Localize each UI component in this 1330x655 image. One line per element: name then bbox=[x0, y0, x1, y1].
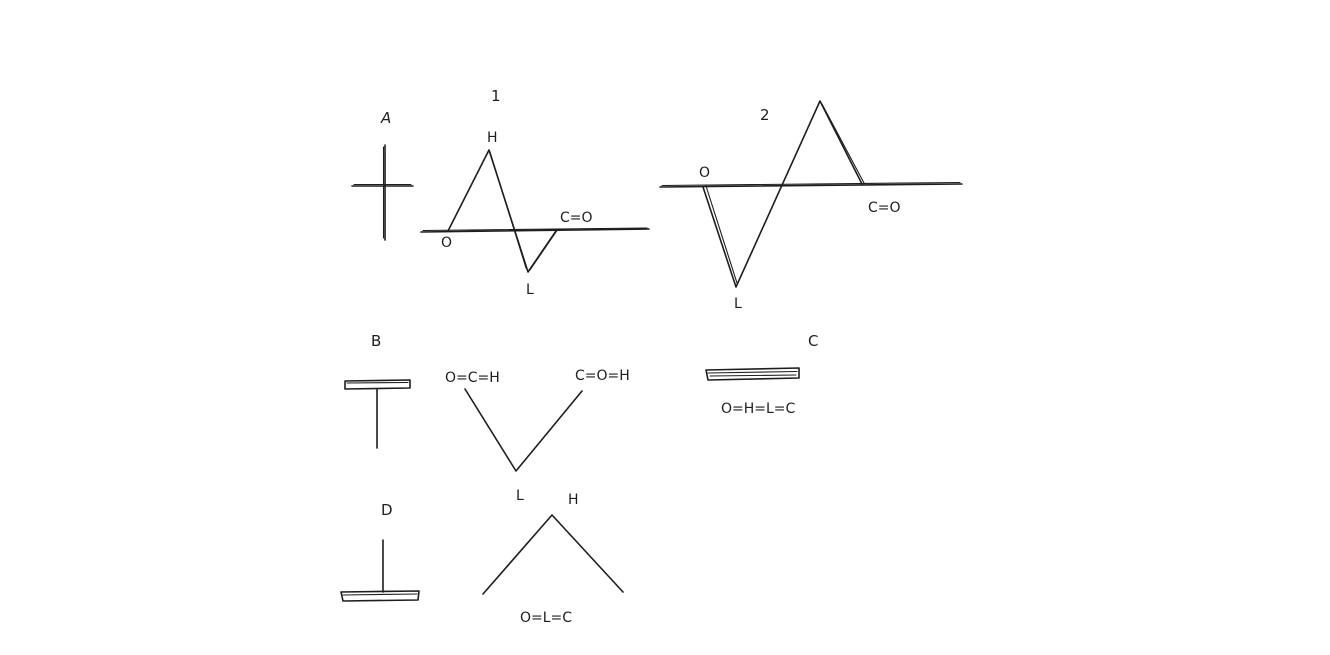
diagram-1: 1 H O L C=O bbox=[420, 87, 650, 298]
point-l-1: L bbox=[526, 282, 534, 298]
label-2: 2 bbox=[760, 106, 770, 124]
label-c-eq-o-2: C=O bbox=[868, 200, 901, 216]
label-c-eq-o-1: C=O bbox=[560, 210, 593, 226]
t-symbol bbox=[344, 379, 411, 449]
label-b: B bbox=[371, 332, 381, 350]
point-o-1: O bbox=[441, 235, 452, 251]
section-d: D L H O=L=C bbox=[340, 488, 624, 626]
point-h-d: H bbox=[568, 492, 579, 508]
point-l-d: L bbox=[516, 488, 524, 504]
diagram-1-lines bbox=[420, 149, 650, 273]
label-1: 1 bbox=[491, 87, 501, 105]
point-l-2: L bbox=[734, 296, 742, 312]
point-o-2: O bbox=[699, 165, 710, 181]
label-a: A bbox=[380, 109, 391, 127]
label-o-eq-l-eq-c: O=L=C bbox=[520, 610, 572, 626]
label-c: C bbox=[808, 332, 818, 350]
diagram-2: 2 O L C=O bbox=[659, 100, 963, 312]
v-shape bbox=[464, 388, 583, 472]
cross-symbol bbox=[351, 144, 414, 241]
inverted-t-symbol bbox=[340, 539, 420, 602]
point-h-1: H bbox=[487, 130, 498, 146]
label-d: D bbox=[381, 501, 393, 519]
label-c-eq-o-eq-h: C=O=H bbox=[575, 368, 630, 384]
caret-shape bbox=[482, 514, 624, 595]
section-c: C O=H=L=C bbox=[705, 332, 818, 417]
flat-bar-symbol bbox=[705, 367, 800, 381]
label-o-eq-c-eq-h: O=C=H bbox=[445, 370, 500, 386]
section-a: A bbox=[351, 109, 414, 241]
diagram-2-lines bbox=[659, 100, 963, 288]
section-b: B O=C=H C=O=H bbox=[344, 332, 630, 472]
label-o-eq-h-eq-l-eq-c: O=H=L=C bbox=[721, 401, 796, 417]
